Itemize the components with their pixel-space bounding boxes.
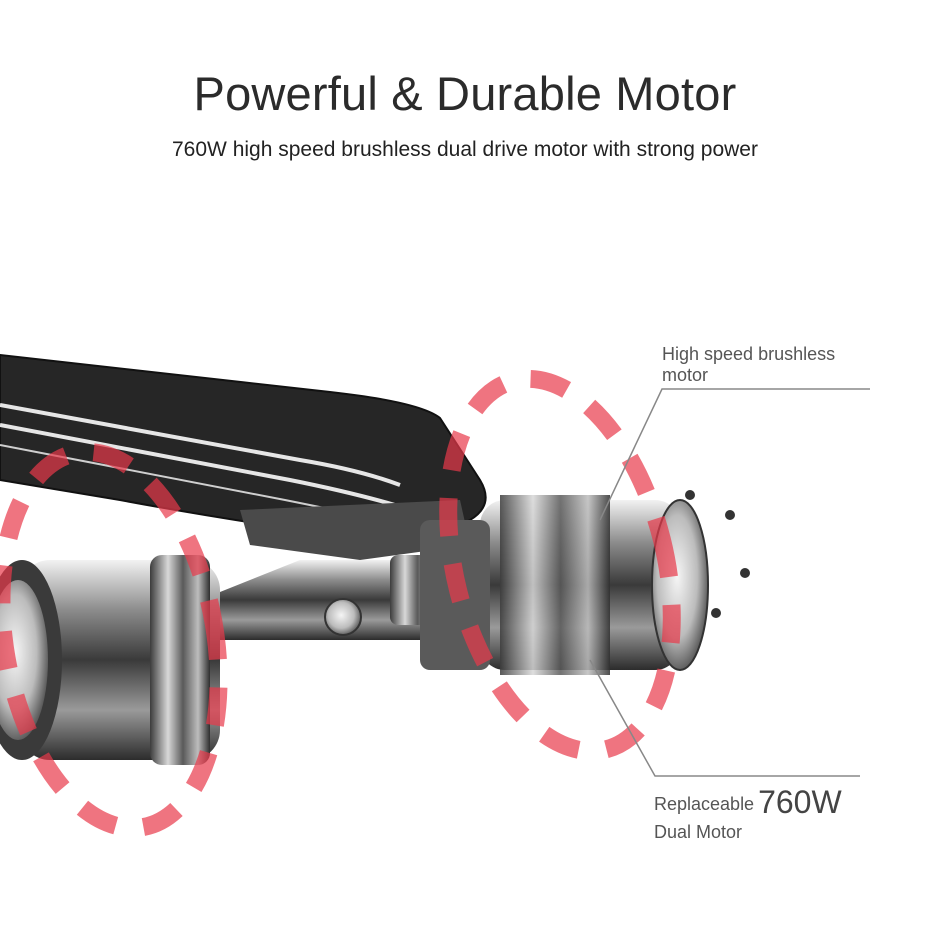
page-title: Powerful & Durable Motor <box>193 67 737 120</box>
hub-motor-left <box>0 555 220 765</box>
callout-bottom-line2: Dual Motor <box>654 822 743 842</box>
callout-bottom-value: 760W <box>758 784 842 820</box>
callout-top-line1: High speed brushless <box>662 344 836 364</box>
page-subtitle: 760W high speed brushless dual drive mot… <box>172 138 758 161</box>
screws <box>685 490 750 618</box>
callout-brushless-motor: High speed brushless motor <box>662 344 835 386</box>
rotation-ring-left <box>0 443 228 837</box>
callout-lines <box>589 388 870 777</box>
rotation-ring-right <box>439 369 681 761</box>
callout-top-line2: motor <box>662 365 709 385</box>
callout-bottom-label: Replaceable <box>654 794 755 814</box>
